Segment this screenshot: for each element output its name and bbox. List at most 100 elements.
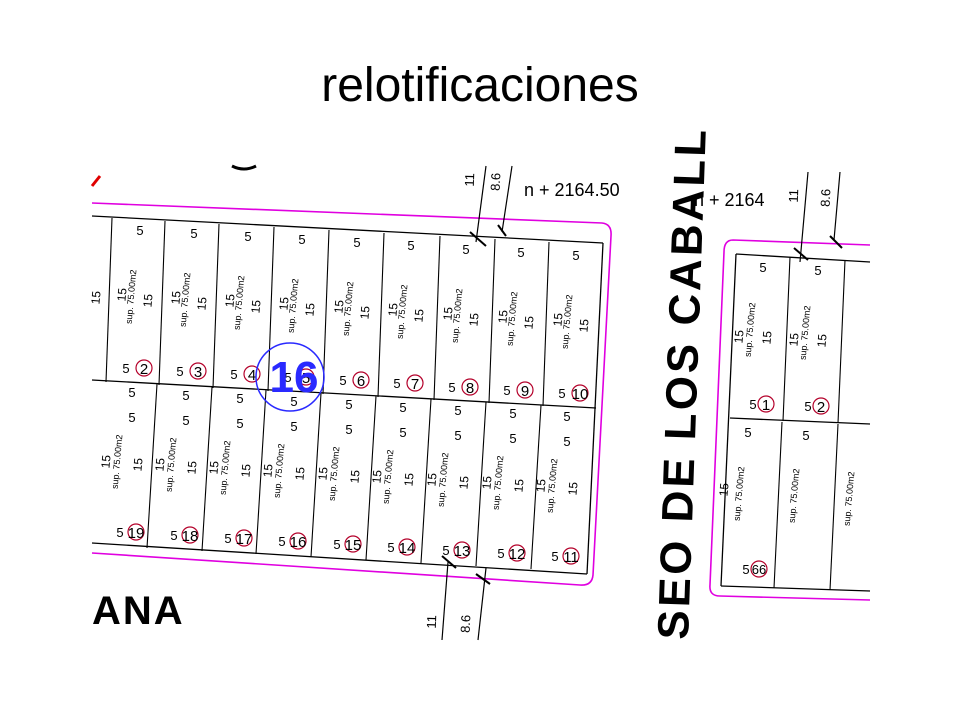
lot-front-dim: 5 xyxy=(128,410,135,425)
street-name-vertical: SEO DE LOS CABALL xyxy=(649,126,716,640)
lot-front-dim: 5 xyxy=(563,409,570,424)
lot-number-circle xyxy=(453,541,471,559)
lot-depth-dim: 15 xyxy=(140,293,155,308)
lot-depth-dim: 15 xyxy=(98,454,113,469)
right-lot-divider xyxy=(829,423,839,591)
lot-divider-top xyxy=(377,232,385,398)
lot-divider-top xyxy=(488,238,496,404)
street-name-bottom: ANA xyxy=(92,589,185,633)
lot-depth-dim: 15 xyxy=(248,299,263,314)
block-outline xyxy=(91,202,612,586)
lot-area-label: sup. 75.00m2 xyxy=(436,452,451,507)
lot-number: 16 xyxy=(290,534,307,551)
lot-depth-dim: 15 xyxy=(184,460,199,475)
lot-area-label: sup. 75.00m2 xyxy=(341,281,356,336)
lot-area-label: sup. 75.00m2 xyxy=(272,443,287,498)
lot-depth-dim: 15 xyxy=(814,333,829,348)
road-axis-line xyxy=(799,171,809,263)
road-half-label: 8.6 xyxy=(488,173,504,192)
lot-front-dim: 5 xyxy=(224,531,231,546)
lot-front-dim: 5 xyxy=(804,399,811,414)
lot-number-circle xyxy=(352,371,370,389)
lot-depth-dim: 15 xyxy=(533,478,548,493)
axis-tick xyxy=(793,247,809,261)
lot-front-dim: 5 xyxy=(509,406,516,421)
lot-number-circle xyxy=(461,378,479,396)
lot-number: 5 xyxy=(302,370,310,387)
lot-number: 1 xyxy=(762,397,770,414)
lot-front-dim: 5 xyxy=(236,416,243,431)
lot-area-label: sup. 75.00m2 xyxy=(164,437,179,492)
lot-number: 12 xyxy=(509,546,526,563)
lot-number: 13 xyxy=(454,543,471,560)
lot-front-dim: 5 xyxy=(814,263,821,278)
lot-number: 17 xyxy=(236,531,253,548)
lot-number: 4 xyxy=(248,367,256,384)
lot-front-dim: 5 xyxy=(278,534,285,549)
block-top-line xyxy=(91,215,604,244)
road-width-label: 11 xyxy=(424,615,439,629)
lot-number-circle xyxy=(516,381,534,399)
right-lot-divider xyxy=(782,256,791,422)
lot-front-dim: 5 xyxy=(744,425,751,440)
lot-depth-dim: 15 xyxy=(401,472,416,487)
lot-front-dim: 5 xyxy=(136,223,143,238)
lot-number-circle xyxy=(135,359,153,377)
lot-area-label: sup. 75.00m2 xyxy=(327,446,342,501)
lot-depth-dim: 15 xyxy=(194,296,209,311)
lot-number-circle xyxy=(750,560,768,578)
lot-area-label: sup. 75.00m2 xyxy=(218,440,233,495)
lot-divider-top xyxy=(158,220,166,386)
lot-area-label: sup. 75.00m2 xyxy=(286,278,301,333)
lot-number: 9 xyxy=(521,383,529,400)
road-width-label: 11 xyxy=(462,173,477,187)
road-axis-line xyxy=(475,165,487,243)
right-lot-divider xyxy=(837,259,846,424)
lot-front-dim: 5 xyxy=(393,376,400,391)
lot-front-dim: 5 xyxy=(345,397,352,412)
lot-front-dim: 5 xyxy=(462,242,469,257)
block-number-circle xyxy=(255,342,325,412)
lot-number-circle xyxy=(235,529,253,547)
lot-number-circle xyxy=(562,547,580,565)
lot-depth-dim: 15 xyxy=(731,329,746,344)
cut-off-shape xyxy=(231,164,257,171)
lot-front-dim: 5 xyxy=(182,413,189,428)
lot-number: 10 xyxy=(572,386,589,403)
page-title: relotificaciones xyxy=(321,59,639,112)
lot-area-label: sup. 75.00m2 xyxy=(787,468,802,523)
lot-number: 15 xyxy=(345,537,362,554)
lot-front-dim: 5 xyxy=(742,562,749,577)
lot-number-circle xyxy=(571,384,589,402)
lot-front-dim: 5 xyxy=(563,434,570,449)
block-middle-line xyxy=(91,379,597,409)
lot-front-dim: 5 xyxy=(345,422,352,437)
road-half-label: 8.6 xyxy=(458,615,474,634)
lot-depth-dim: 15 xyxy=(424,472,439,487)
lot-front-dim: 5 xyxy=(802,428,809,443)
lot-depth-dim: 15 xyxy=(315,466,330,481)
lot-front-dim: 5 xyxy=(497,546,504,561)
lot-front-dim: 5 xyxy=(442,543,449,558)
lot-front-dim: 5 xyxy=(284,370,291,385)
lot-area-label: sup. 75.00m2 xyxy=(743,302,758,357)
road-half-label: 8.6 xyxy=(818,189,834,208)
lot-area-label: sup. 75.00m2 xyxy=(732,466,747,521)
lot-number-circle xyxy=(508,544,526,562)
lot-depth-dim: 15 xyxy=(521,315,536,330)
axis-tick xyxy=(469,231,487,247)
lot-number-circle xyxy=(181,526,199,544)
lot-front-dim: 5 xyxy=(407,238,414,253)
station-label: n + 2164 xyxy=(694,190,765,210)
lot-number-circle xyxy=(406,374,424,392)
lot-front-dim: 5 xyxy=(298,232,305,247)
lot-number: 14 xyxy=(399,540,416,557)
lot-depth-dim: 15 xyxy=(495,309,510,324)
block-bottom-line xyxy=(91,542,588,575)
lot-depth-dim: 15 xyxy=(786,332,801,347)
road-axis-line xyxy=(501,165,513,233)
lot-divider-top xyxy=(433,235,441,401)
lot-depth-dim: 15 xyxy=(152,457,167,472)
right-block-bottom-line xyxy=(720,585,871,592)
